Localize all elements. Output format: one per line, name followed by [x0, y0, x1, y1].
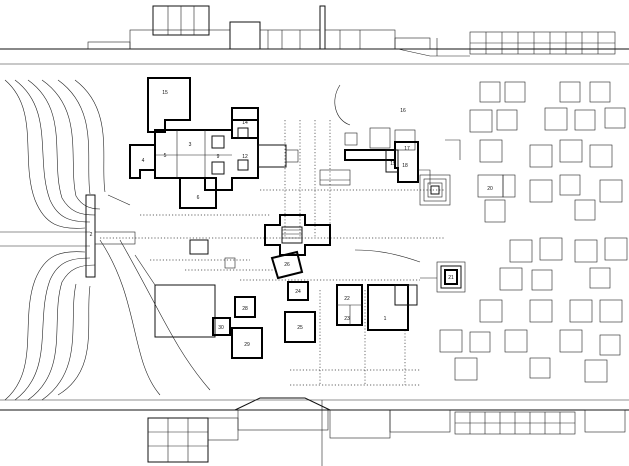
label-17: 17 — [404, 146, 410, 152]
entrance-gate — [85, 194, 136, 278]
label-3: 3 — [189, 142, 192, 148]
label-15: 15 — [162, 90, 168, 96]
label-18: 18 — [402, 163, 408, 169]
stepped-pyramid-upper — [419, 174, 451, 206]
lower-cluster — [154, 281, 418, 359]
label-6: 6 — [197, 195, 200, 201]
bottom-elevation — [0, 397, 629, 466]
label-16: 16 — [400, 108, 406, 114]
annotation-lines — [107, 84, 421, 286]
label-25: 25 — [297, 325, 303, 331]
label-23: 23 — [344, 316, 350, 322]
label-12: 12 — [242, 154, 248, 160]
contour-lines — [0, 79, 211, 401]
upper-right-cluster — [319, 127, 461, 206]
label-19: 19 — [390, 161, 396, 167]
column-grid — [100, 120, 445, 386]
label-28: 28 — [242, 306, 248, 312]
label-24: 24 — [295, 289, 301, 295]
label-22: 22 — [344, 296, 350, 302]
stepped-pyramid-lower — [420, 261, 466, 293]
label-21: 21 — [448, 275, 454, 281]
label-1: 1 — [384, 316, 387, 322]
label-26: 26 — [284, 262, 290, 268]
label-5: 5 — [164, 153, 167, 159]
label-20: 20 — [487, 186, 493, 192]
main-buildings — [129, 77, 299, 209]
label-9: 9 — [217, 154, 220, 160]
central-stage — [189, 214, 331, 280]
label-4: 4 — [142, 158, 145, 164]
top-elevation — [0, 5, 629, 65]
pavilion-field — [439, 81, 628, 383]
label-14: 14 — [242, 120, 248, 126]
label-30: 30 — [218, 325, 224, 331]
plan-labels: 2 4 5 6 3 9 12 14 15 16 17 18 19 20 21 2… — [90, 90, 493, 348]
label-2: 2 — [90, 232, 93, 238]
label-29: 29 — [244, 342, 250, 348]
